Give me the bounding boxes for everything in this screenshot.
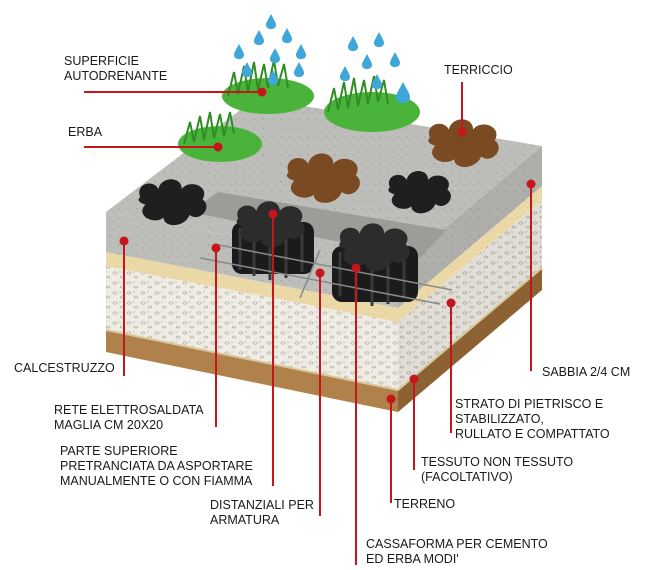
label-rete-elettrosaldata: RETE ELETTROSALDATA MAGLIA CM 20X20 bbox=[54, 403, 204, 433]
label-strato-pietrisco: STRATO DI PIETRISCO E STABILIZZATO, RULL… bbox=[455, 397, 610, 442]
terreno-layer-side bbox=[398, 268, 542, 412]
grass-patch bbox=[324, 75, 420, 132]
label-line: CALCESTRUZZO bbox=[14, 361, 115, 375]
leader-lines bbox=[84, 82, 532, 565]
label-tessuto-non-tessuto: TESSUTO NON TESSUTO (FACOLTATIVO) bbox=[421, 455, 573, 485]
label-line: ARMATURA bbox=[210, 513, 280, 527]
label-line: SABBIA 2/4 CM bbox=[542, 365, 631, 379]
gravel-layer-side bbox=[398, 200, 542, 390]
label-line: RULLATO E COMPATTATO bbox=[455, 427, 610, 441]
label-line: ERBA bbox=[68, 125, 103, 139]
label-line: STABILIZZATO, bbox=[455, 412, 544, 426]
leader-dot-erba bbox=[213, 142, 223, 152]
leader-dot-sabbia bbox=[526, 179, 536, 189]
leader-dot-terreno bbox=[386, 394, 396, 404]
leader-dot-strato bbox=[446, 298, 456, 308]
label-line: MAGLIA CM 20X20 bbox=[54, 418, 164, 432]
label-line: ED ERBA MODI' bbox=[366, 552, 459, 566]
sand-layer-side bbox=[398, 186, 542, 322]
label-line: CASSAFORMA PER CEMENTO bbox=[366, 537, 548, 551]
leader-dot-terriccio bbox=[457, 127, 467, 137]
label-line: SUPERFICIE bbox=[64, 54, 140, 68]
sand-layer-front bbox=[106, 252, 398, 322]
label-sabbia: SABBIA 2/4 CM bbox=[542, 365, 630, 380]
formwork-module bbox=[332, 223, 418, 306]
concrete-side-shade bbox=[398, 146, 542, 308]
label-terriccio: TERRICCIO bbox=[444, 63, 513, 78]
label-line: MANUALMENTE O CON FIAMMA bbox=[60, 474, 253, 488]
label-line: (FACOLTATIVO) bbox=[421, 470, 513, 484]
concrete-slab-side bbox=[398, 146, 542, 308]
leader-dot-rete bbox=[211, 243, 221, 253]
leader-dot-tessuto bbox=[409, 374, 419, 384]
label-line: TERRICCIO bbox=[444, 63, 513, 77]
leader-dots bbox=[119, 87, 536, 404]
label-line: TESSUTO NON TESSUTO bbox=[421, 455, 574, 469]
label-cassaforma: CASSAFORMA PER CEMENTO ED ERBA MODI' bbox=[366, 537, 548, 567]
label-parte-superiore: PARTE SUPERIORE PRETRANCIATA DA ASPORTAR… bbox=[60, 444, 253, 489]
tessuto-line bbox=[105, 267, 543, 392]
label-line: AUTODRENANTE bbox=[64, 69, 168, 83]
label-line: STRATO DI PIETRISCO E bbox=[455, 397, 604, 411]
label-line: TERRENO bbox=[394, 497, 456, 511]
leader-dot-calcestruzzo bbox=[119, 236, 129, 246]
leader-dot-superficie bbox=[257, 87, 267, 97]
leader-dot-cassaforma bbox=[351, 263, 361, 273]
label-line: DISTANZIALI PER bbox=[210, 498, 314, 512]
terreno-layer-front bbox=[106, 330, 398, 412]
label-line: RETE ELETTROSALDATA bbox=[54, 403, 204, 417]
label-distanziali: DISTANZIALI PER ARMATURA bbox=[210, 498, 314, 528]
label-superficie-autodrenante: SUPERFICIE AUTODRENANTE bbox=[64, 54, 167, 84]
label-line: PARTE SUPERIORE bbox=[60, 444, 178, 458]
label-terreno: TERRENO bbox=[394, 497, 455, 512]
gravel-layer-front bbox=[106, 266, 398, 390]
leader-dot-parte bbox=[268, 209, 278, 219]
label-line: PRETRANCIATA DA ASPORTARE bbox=[60, 459, 253, 473]
gravel-side-shade bbox=[398, 200, 542, 390]
leader-dot-distanziali bbox=[315, 268, 325, 278]
label-erba: ERBA bbox=[68, 125, 102, 140]
label-calcestruzzo: CALCESTRUZZO bbox=[14, 361, 115, 376]
